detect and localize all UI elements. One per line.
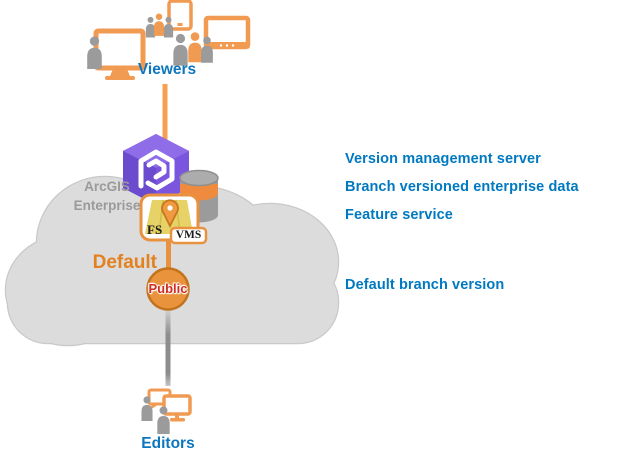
tablet-icon (167, 0, 193, 31)
annotation-feature-service: Feature service (345, 207, 453, 223)
annotation-branch-versioned-data: Branch versioned enterprise data (345, 179, 579, 195)
editors-cluster (141, 388, 192, 434)
editors-label: Editors (141, 435, 195, 452)
viewers-cluster (87, 0, 251, 80)
connector-line-viewers-to-server (162, 84, 168, 148)
person-icon (145, 16, 156, 38)
monitor-icon (162, 394, 192, 422)
connector-line-service-to-public (166, 236, 171, 272)
tablet-home-button (177, 23, 183, 26)
annotation-default-branch-version: Default branch version (345, 277, 505, 293)
public-node-label: Public (148, 281, 188, 296)
monitor-icon (203, 15, 251, 50)
cloud-label: ArcGIS Enterprise (57, 177, 157, 215)
vms-label: VMS (175, 229, 202, 241)
viewers-label: Viewers (137, 61, 197, 78)
fs-label: FS (147, 222, 163, 237)
connector-line-public-to-editors (165, 307, 171, 386)
version-node-icon (146, 267, 190, 311)
person-icon (153, 13, 165, 36)
annotation-version-management-server: Version management server (345, 151, 541, 167)
cloud-label-line2: Enterprise (73, 198, 141, 213)
vms-tag-box (169, 226, 208, 245)
cloud-label-line1: ArcGIS (84, 179, 130, 194)
person-icon (188, 32, 202, 63)
default-branch-label: Default (92, 252, 157, 273)
enterprise-hexagon-icon (123, 134, 189, 205)
map-pin-icon (161, 199, 179, 229)
